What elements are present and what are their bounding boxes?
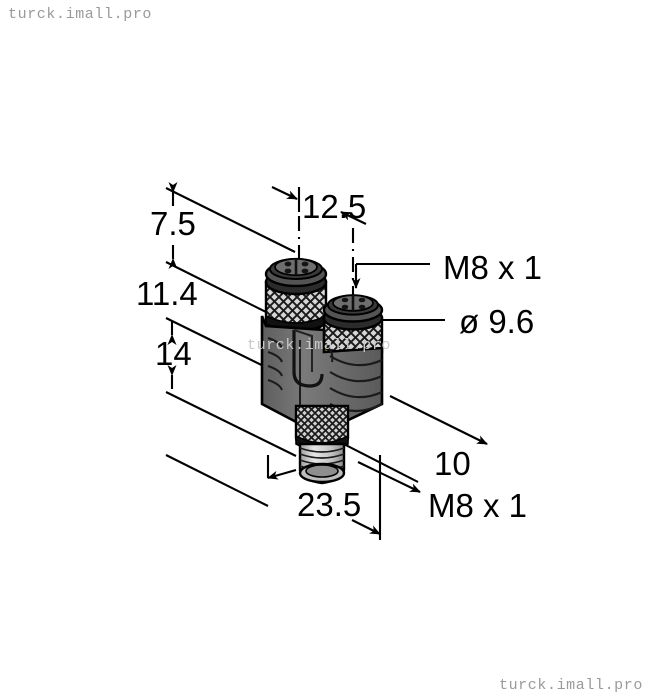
retaining-clip bbox=[292, 330, 324, 388]
watermark-center: turck.imall.pro bbox=[247, 337, 392, 354]
watermark-bottom-right: turck.imall.pro bbox=[498, 677, 643, 694]
dimension-label-12-5: 12.5 bbox=[302, 188, 367, 225]
callout-m8-top: M8 x 1 bbox=[443, 249, 543, 286]
dimension-label-7-5: 7.5 bbox=[150, 205, 196, 242]
callout-m8-bottom: M8 x 1 bbox=[428, 487, 528, 524]
connector-part bbox=[260, 257, 384, 485]
dimension-label-11-4: 11.4 bbox=[136, 275, 198, 312]
dimension-label-10: 10 bbox=[434, 445, 471, 482]
watermark-top-left: turck.imall.pro bbox=[8, 6, 153, 23]
dimension-label-23-5: 23.5 bbox=[297, 486, 362, 523]
dimension-label-14: 14 bbox=[155, 335, 192, 372]
callout-diameter-9-6: ø 9.6 bbox=[459, 303, 535, 340]
